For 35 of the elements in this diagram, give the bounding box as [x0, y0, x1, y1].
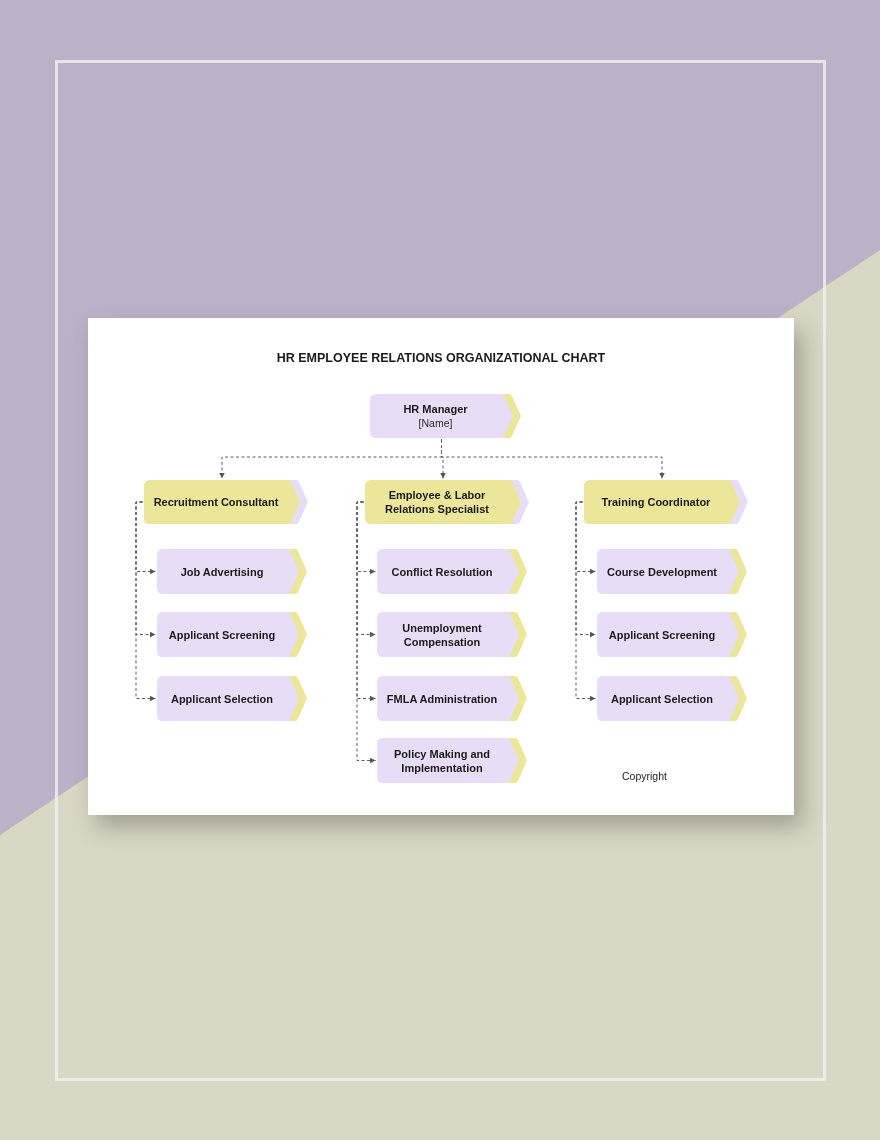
role-title: Applicant Screening: [608, 627, 716, 642]
role-title: Applicant Screening: [168, 627, 276, 642]
chevron-role-box: [597, 676, 747, 721]
role-title: Policy Making and Implementation: [393, 746, 491, 775]
chevron-role-box: [157, 676, 307, 721]
chevron-role-box: [157, 549, 307, 594]
role-title: Unemployment Compensation: [401, 620, 483, 649]
chevron-role-box: [370, 394, 521, 438]
role-title: Course Development: [607, 564, 717, 579]
role-title: Job Advertising: [180, 564, 264, 579]
chevron-role-box: [377, 612, 527, 657]
role-title: Conflict Resolution: [391, 564, 493, 579]
chevron-role-box: [377, 676, 527, 721]
dashed-connector-arrow: [135, 501, 156, 702]
name-field: [Name]: [418, 416, 453, 430]
role-title: Employee & Labor Relations Specialist: [384, 488, 490, 516]
chevron-role-box: [144, 480, 308, 524]
role-title: Applicant Selection: [170, 691, 274, 706]
role-title: Training Coordinator: [601, 495, 711, 509]
role-title: Recruitment Consultant: [153, 495, 279, 509]
chevron-role-box: [597, 549, 747, 594]
chevron-role-box: [597, 612, 747, 657]
role-title: Applicant Selection: [610, 691, 714, 706]
chevron-role-box: [377, 738, 527, 783]
dashed-connector-arrow: [441, 439, 665, 479]
chevron-role-box: [157, 612, 307, 657]
chevron-role-box: [377, 549, 527, 594]
chevron-role-box: [365, 480, 529, 524]
dashed-connector-arrow: [575, 501, 596, 702]
copyright-notice: Copyright: [622, 769, 667, 783]
role-title: HR Manager: [403, 402, 468, 416]
chevron-role-box: [584, 480, 748, 524]
dashed-connector-arrow: [356, 501, 376, 764]
role-title: FMLA Administration: [386, 691, 498, 706]
chart-title: HR EMPLOYEE RELATIONS ORGANIZATIONAL CHART: [276, 350, 606, 366]
